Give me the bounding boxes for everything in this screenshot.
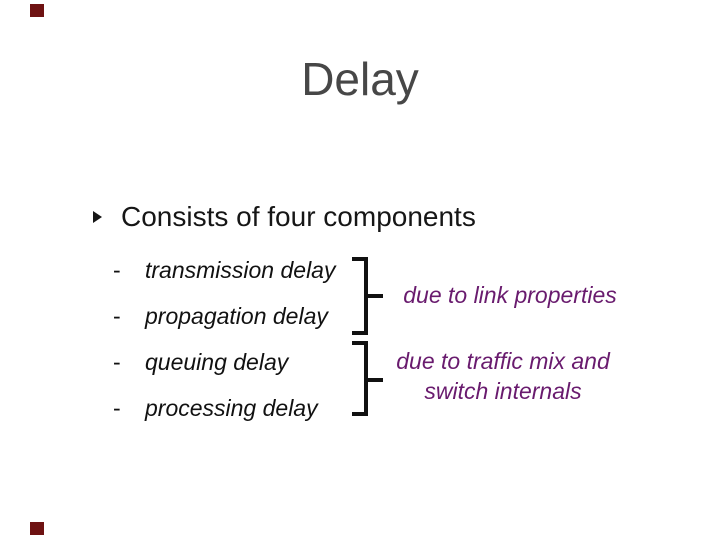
bullet-item: Consists of four components (93, 201, 476, 233)
sub-item-label: processing delay (145, 395, 318, 421)
sub-item-transmission-delay: - transmission delay (113, 255, 335, 285)
sub-item-label: queuing delay (145, 349, 289, 375)
sub-item-label: transmission delay (145, 257, 336, 283)
annotation-line: due to traffic mix and (396, 348, 610, 374)
annotation-line: switch internals (424, 378, 582, 404)
sub-item-propagation-delay: - propagation delay (113, 301, 328, 331)
dash-bullet: - (113, 395, 121, 421)
sub-item-queuing-delay: - queuing delay (113, 347, 288, 377)
dash-bullet: - (113, 303, 121, 329)
corner-accent-bottom-left (30, 522, 44, 535)
slide-title: Delay (301, 53, 419, 105)
bullet-label: Consists of four components (121, 201, 476, 232)
triangle-bullet-icon (93, 211, 102, 223)
annotation-line: due to link properties (403, 282, 617, 308)
corner-accent-top-left (30, 4, 44, 17)
sub-item-label: propagation delay (145, 303, 328, 329)
annotation-traffic-internals: due to traffic mix and switch internals (373, 346, 633, 406)
annotation-link-properties: due to link properties (380, 281, 640, 309)
dash-bullet: - (113, 257, 121, 283)
sub-item-processing-delay: - processing delay (113, 393, 318, 423)
bracket-link-properties-icon (352, 257, 383, 335)
dash-bullet: - (113, 349, 121, 375)
